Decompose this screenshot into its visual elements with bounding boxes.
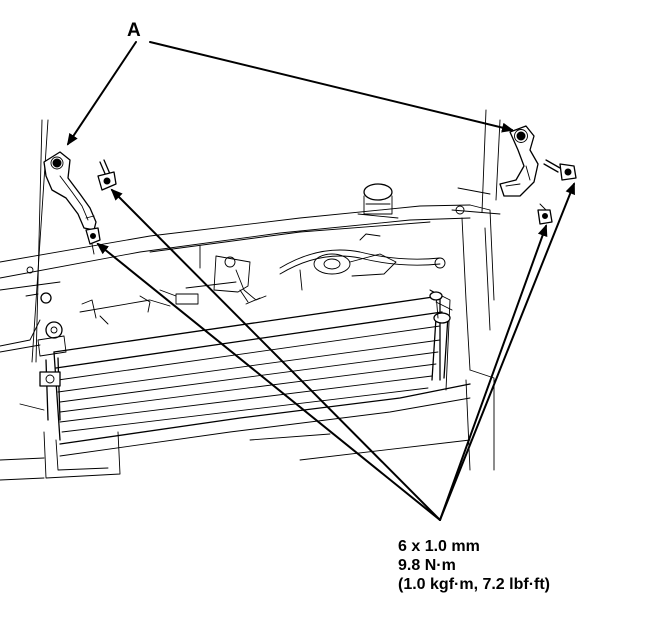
right-upper-bolt <box>543 159 577 181</box>
bolt-spec-leaders <box>96 182 575 521</box>
bolt-spec: 6 x 1.0 mm 9.8 N·m (1.0 kgf·m, 7.2 lbf·f… <box>398 537 550 594</box>
right-lower-bolt <box>537 203 553 225</box>
left-bracket <box>43 151 97 231</box>
vehicle-front-structure <box>0 109 501 481</box>
bracket-callout-label: A <box>127 20 141 41</box>
bolt-torque-alt: (1.0 kgf·m, 7.2 lbf·ft) <box>398 576 551 593</box>
callout-a-leaders <box>66 41 514 146</box>
left-upper-bolt <box>97 159 117 191</box>
bolt-size: 6 x 1.0 mm <box>398 538 480 555</box>
left-lower-bolt <box>85 227 101 255</box>
bolt-torque-nm: 9.8 N·m <box>398 557 456 574</box>
right-bracket <box>499 125 539 197</box>
